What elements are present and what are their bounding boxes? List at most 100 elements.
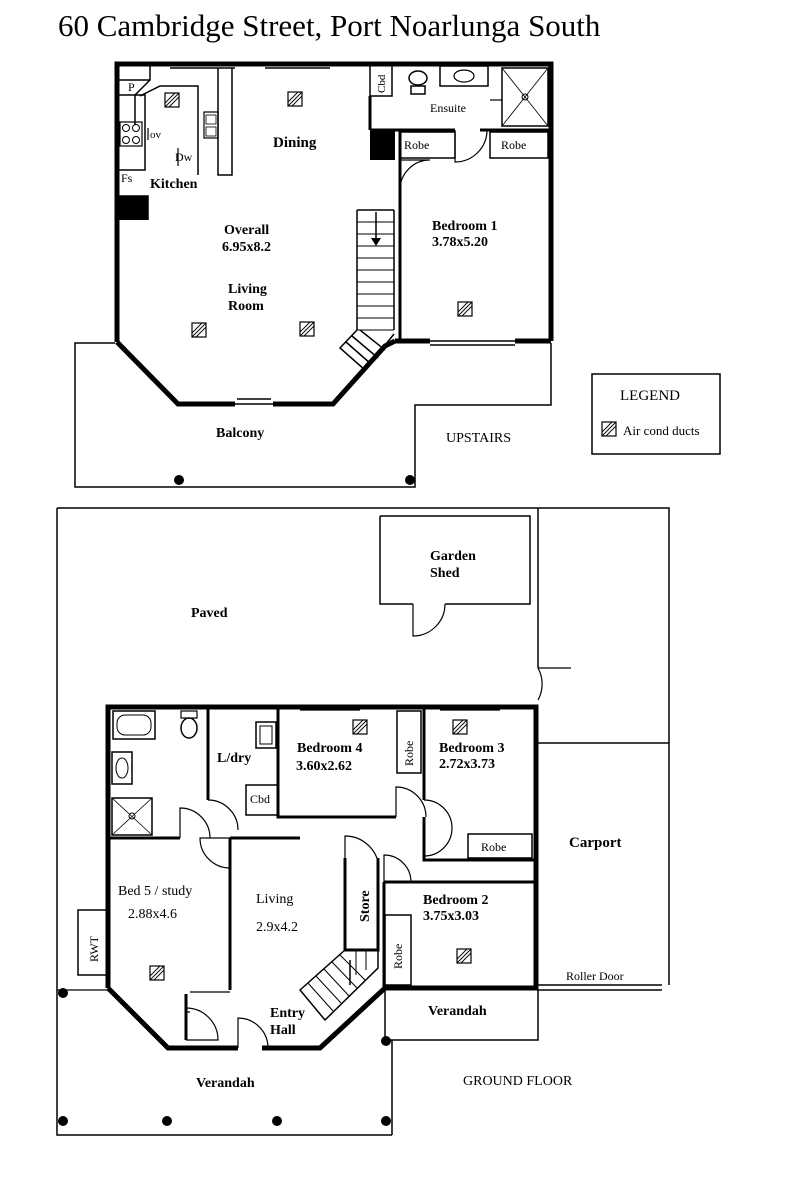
door-swing bbox=[207, 799, 239, 831]
house-front-bay bbox=[106, 986, 387, 1051]
fridge-recess bbox=[118, 195, 149, 220]
basin bbox=[453, 69, 475, 83]
bedroom2-dims: 3.75x3.03 bbox=[423, 909, 479, 924]
dishwasher-label: Dw bbox=[175, 150, 193, 164]
toilet-tank bbox=[410, 85, 426, 95]
pantry-label: P bbox=[128, 80, 135, 94]
legend: LEGEND Air cond ducts bbox=[591, 373, 721, 455]
bedroom2-walls bbox=[382, 880, 536, 988]
verandah-post bbox=[162, 1116, 172, 1126]
roller-door bbox=[538, 984, 662, 991]
bedroom3-label: Bedroom 3 bbox=[439, 741, 504, 756]
entry-hall-label-2: Hall bbox=[270, 1023, 296, 1038]
air-duct-icon bbox=[164, 92, 180, 108]
pantry-wall bbox=[119, 66, 151, 125]
upstairs-label: UPSTAIRS bbox=[446, 431, 511, 446]
door-swing bbox=[395, 786, 427, 818]
robe-label: Robe bbox=[391, 944, 405, 969]
shower-icon bbox=[111, 797, 153, 836]
living-room-label-1: Living bbox=[228, 282, 267, 297]
robe-bedroom3 bbox=[467, 833, 533, 859]
kitchen-island bbox=[217, 68, 233, 176]
laundry-tub-icon bbox=[255, 721, 277, 749]
cbd-label: Cbd bbox=[376, 74, 388, 93]
legend-item-label: Air cond ducts bbox=[623, 423, 700, 438]
shower-drain bbox=[128, 812, 136, 820]
balcony-post bbox=[174, 475, 184, 485]
page-title: 60 Cambridge Street, Port Noarlunga Sout… bbox=[58, 8, 601, 43]
upstairs-staircase bbox=[338, 209, 395, 372]
store-label: Store bbox=[358, 890, 373, 922]
overall-label: Overall bbox=[224, 223, 269, 238]
roller-door-label: Roller Door bbox=[566, 969, 624, 983]
fridge-space bbox=[118, 196, 148, 220]
side-verandah bbox=[384, 990, 539, 1041]
cooktop-icon bbox=[119, 121, 143, 147]
cbd-cupboard bbox=[245, 784, 279, 816]
air-duct-icon bbox=[149, 965, 165, 981]
air-duct-icon bbox=[191, 322, 207, 338]
upstairs-outer-wall bbox=[114, 61, 554, 342]
ensuite-label: Ensuite bbox=[430, 101, 466, 115]
door-swing bbox=[199, 837, 231, 869]
air-duct-icon bbox=[352, 719, 368, 735]
door-swing bbox=[179, 807, 211, 839]
verandah-side-label: Verandah bbox=[428, 1004, 487, 1019]
air-duct-icon bbox=[287, 91, 303, 107]
oven-label: ov bbox=[150, 129, 162, 141]
living-dims: 2.9x4.2 bbox=[256, 920, 298, 935]
living-bay-wall bbox=[115, 338, 397, 407]
overall-dims: 6.95x8.2 bbox=[222, 240, 271, 255]
ground-staircase bbox=[298, 949, 379, 1022]
basin bbox=[115, 757, 129, 779]
shower-drain bbox=[521, 93, 529, 101]
bedroom4-dims: 3.60x2.62 bbox=[296, 759, 352, 774]
sink-bowl bbox=[205, 126, 217, 137]
burner bbox=[122, 124, 130, 132]
shower-cross bbox=[501, 67, 549, 127]
kitchen-label: Kitchen bbox=[150, 177, 198, 192]
verandah-post bbox=[58, 988, 68, 998]
ground-floor-label: GROUND FLOOR bbox=[463, 1074, 573, 1089]
door-swing bbox=[412, 603, 446, 637]
sink-bowl bbox=[205, 114, 217, 125]
front-door-swing bbox=[237, 1017, 269, 1049]
air-duct-icon bbox=[452, 719, 468, 735]
entry-hall-label-1: Entry bbox=[270, 1006, 305, 1021]
vanity-icon bbox=[439, 65, 489, 87]
robe-bedroom2 bbox=[384, 914, 412, 986]
robe-right bbox=[489, 131, 549, 159]
house-outer-wall bbox=[105, 704, 539, 991]
burner bbox=[132, 136, 140, 144]
bedroom2-label: Bedroom 2 bbox=[423, 893, 488, 908]
living-label: Living bbox=[256, 892, 293, 907]
bath-tub bbox=[116, 714, 152, 736]
air-duct-icon bbox=[456, 948, 472, 964]
shower-icon bbox=[501, 67, 549, 127]
toilet-icon bbox=[180, 717, 198, 739]
verandah-post bbox=[58, 1116, 68, 1126]
verandah-post bbox=[381, 1116, 391, 1126]
bedroom1-label: Bedroom 1 bbox=[432, 219, 497, 234]
verandah-post bbox=[272, 1116, 282, 1126]
toilet-tank bbox=[180, 710, 198, 719]
laundry-label: L/dry bbox=[217, 751, 251, 766]
rwt-label: RWT bbox=[87, 935, 101, 962]
kitchen-bench bbox=[139, 85, 199, 175]
legend-box bbox=[591, 373, 721, 455]
bedroom1-window bbox=[430, 340, 515, 346]
door-swing bbox=[185, 1007, 219, 1041]
stair-void bbox=[370, 130, 395, 160]
robe-label: Robe bbox=[402, 741, 416, 766]
sink-icon bbox=[203, 111, 219, 139]
shed-label-1: Garden bbox=[430, 549, 476, 564]
verandah-post bbox=[381, 1036, 391, 1046]
legend-heading: LEGEND bbox=[620, 388, 680, 404]
ensuite-walls bbox=[368, 96, 551, 340]
door-swing bbox=[423, 799, 453, 857]
air-duct-icon bbox=[601, 421, 617, 437]
bed5-label: Bed 5 / study bbox=[118, 884, 192, 899]
upstairs-plan: P ov Dw Fs Kitchen Dining Overall 6.95x8… bbox=[74, 61, 554, 488]
rainwater-tank bbox=[77, 909, 109, 976]
